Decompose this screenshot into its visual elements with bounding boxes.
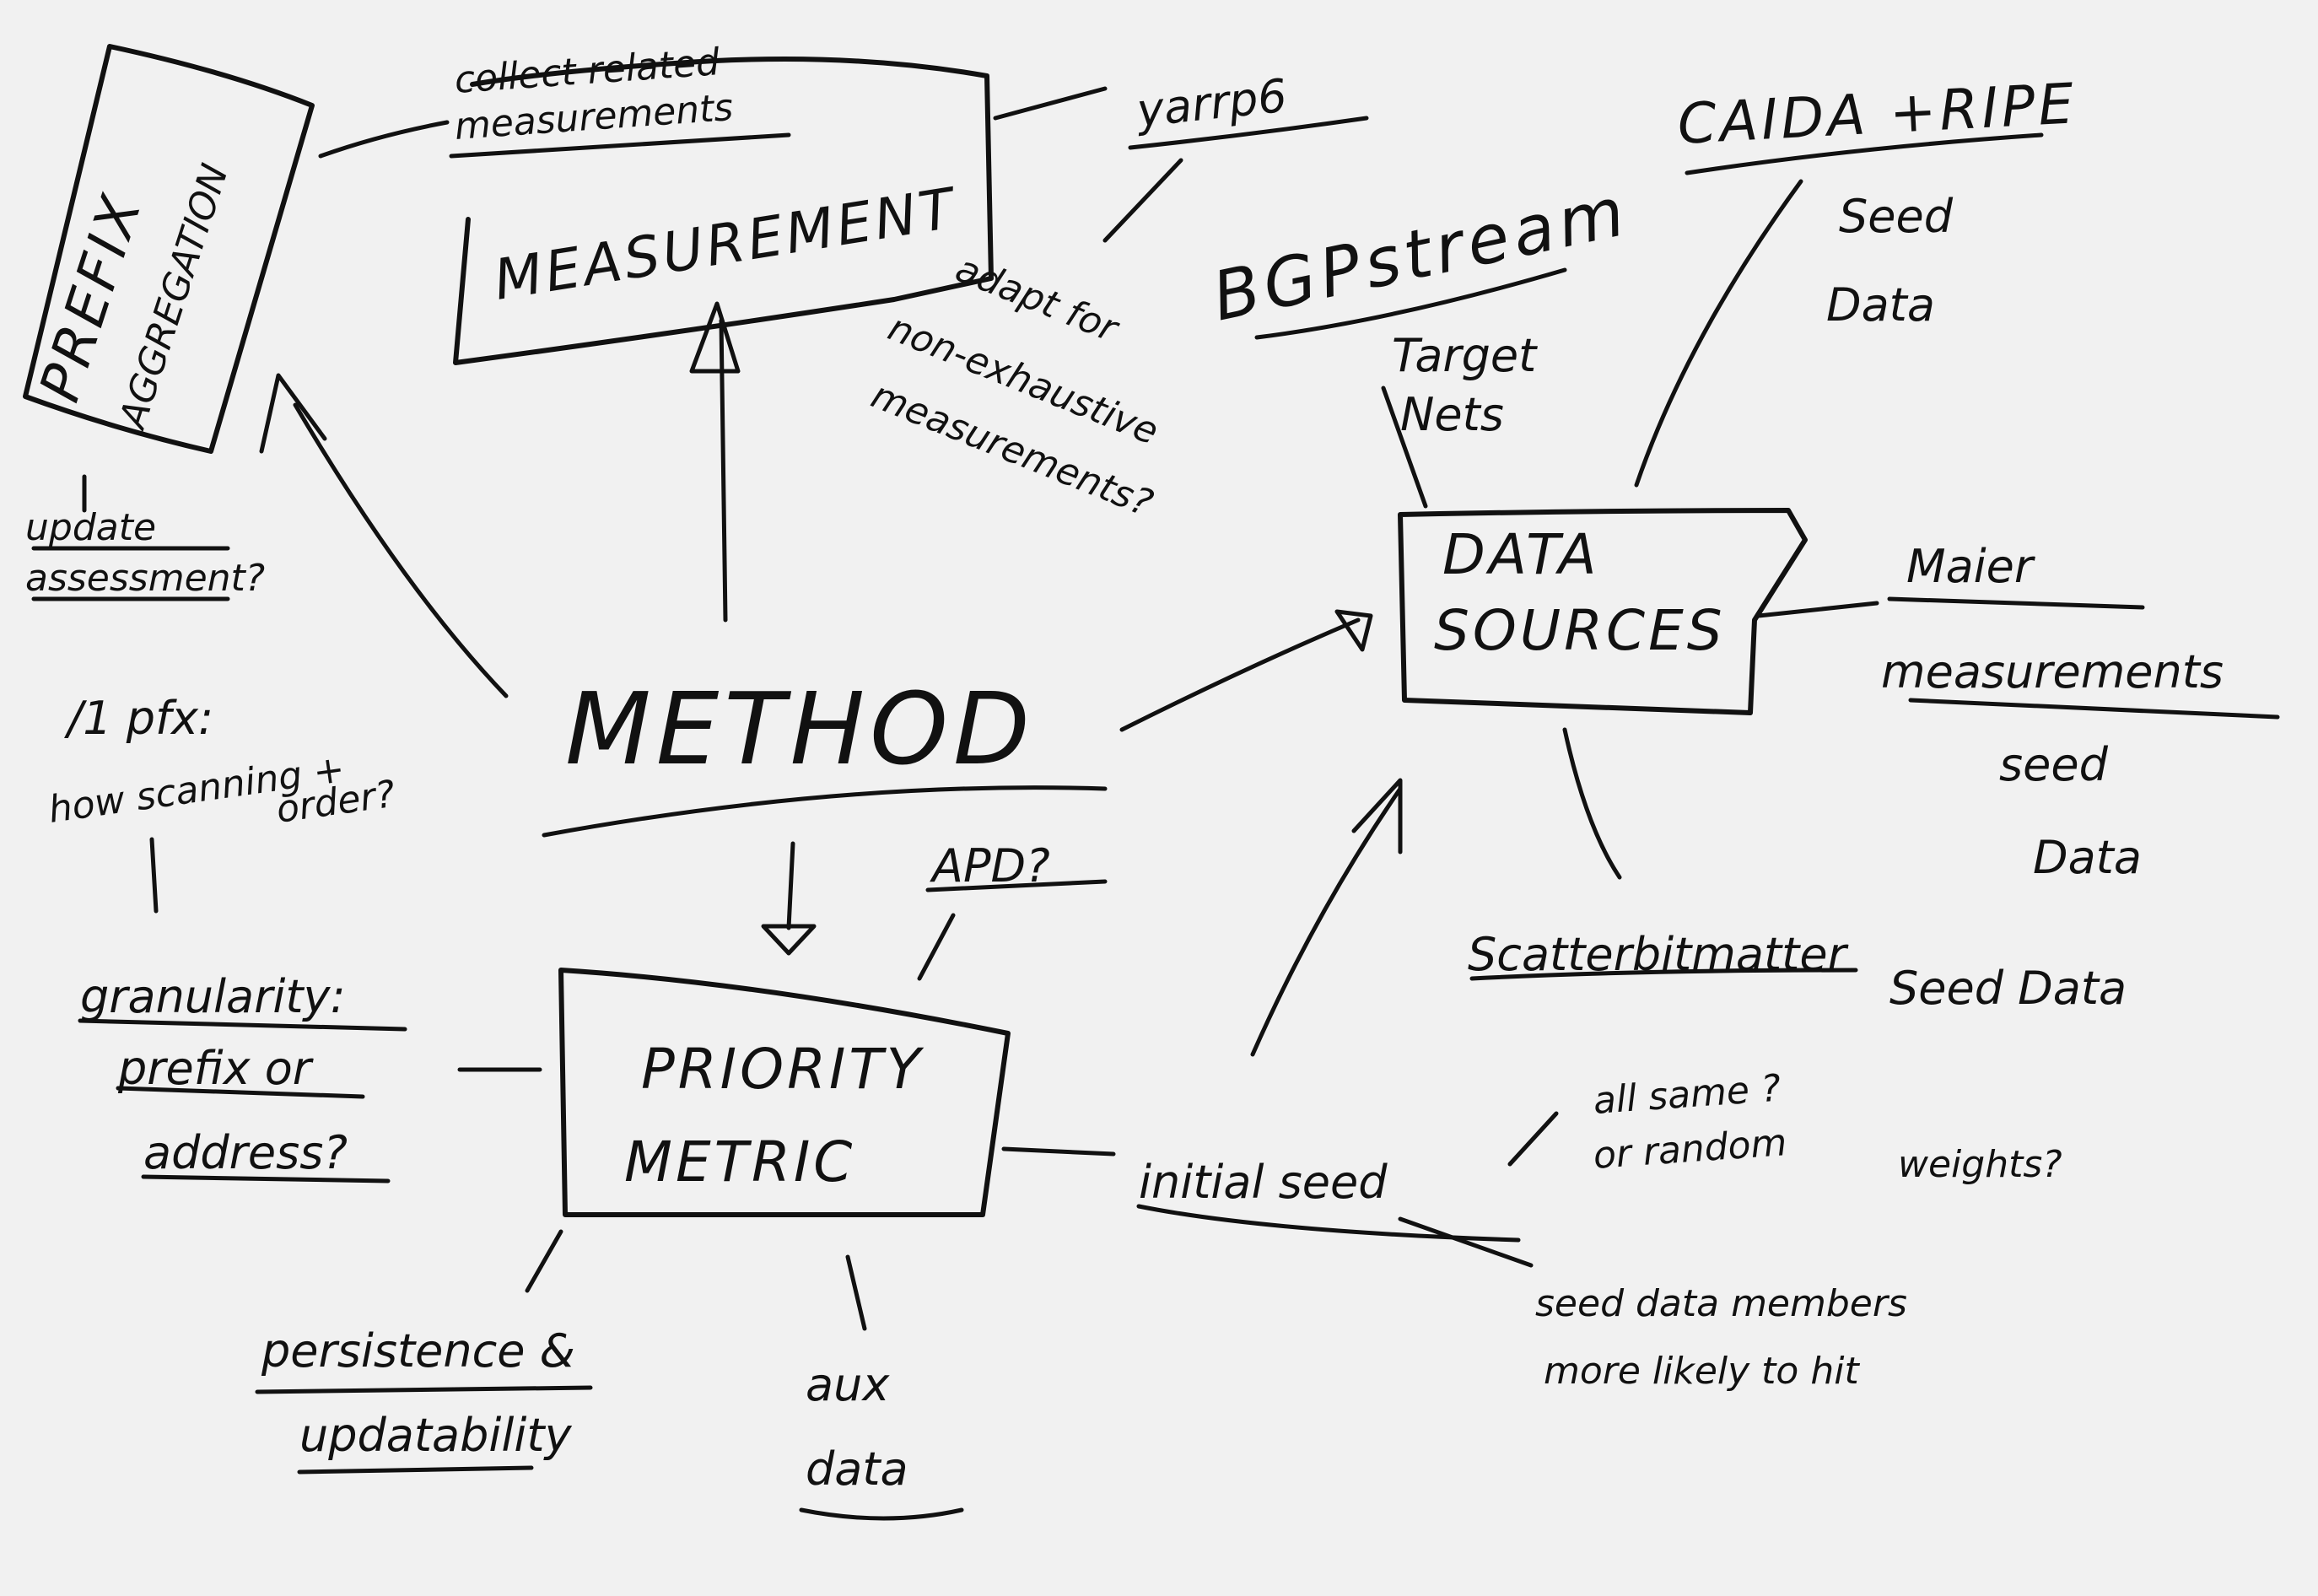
priority-metric-box — [558, 968, 1011, 1217]
line-yarrp6-adapt — [1102, 158, 1183, 243]
scattermatter-label: Scatterbitmatter — [1468, 928, 1849, 981]
underline-maier — [1887, 596, 2145, 610]
all-same-line1: all same ? — [1592, 1067, 1782, 1123]
maier-line1: Maier — [1906, 540, 2035, 593]
arrowhead-datasources — [1334, 609, 1373, 652]
underline-prefix-or — [116, 1086, 365, 1099]
underline-measurements — [1908, 698, 2280, 720]
data-sources-box — [1398, 508, 1808, 715]
data-sources-line1: DATA — [1442, 522, 1600, 587]
priority-line1: PRIORITY — [641, 1037, 925, 1102]
line-priority-seed — [1001, 1146, 1116, 1157]
seed-data-1-line2: Data — [1826, 278, 1935, 332]
boxes — [23, 44, 1808, 1217]
persistence-line1: persistence & — [261, 1324, 575, 1378]
priority-line2: METRIC — [624, 1130, 855, 1194]
target-line1: Target — [1392, 329, 1538, 382]
persistence-line2: updatability — [299, 1409, 573, 1462]
line-seed-allsame — [1507, 1111, 1559, 1167]
aux-line1: aux — [806, 1358, 890, 1411]
granularity-line3: address? — [143, 1126, 348, 1179]
arrow-seed-to-datasources — [1250, 786, 1403, 1057]
arrow-note-to-prefix — [318, 120, 450, 159]
target-line2: Nets — [1400, 388, 1504, 441]
seed-members-line2: more likely to hit — [1544, 1350, 1860, 1393]
apd-label: APD? — [930, 839, 1050, 892]
seed-data-1-line1: Seed — [1839, 190, 1954, 243]
arrow-caida-to-datasources — [1634, 179, 1803, 488]
line-priority-aux — [845, 1254, 867, 1331]
connectors — [82, 86, 1879, 1331]
measurement-box — [453, 57, 994, 365]
initial-seed-label: initial seed — [1139, 1156, 1388, 1209]
underline-initial-seed — [1136, 1204, 1521, 1243]
arrowhead-priority — [761, 924, 817, 956]
bgpstream-label: BGPstream — [1206, 171, 1636, 336]
underlines — [31, 116, 2280, 1521]
line-datasources-maier — [1756, 601, 1879, 618]
arrowhead-measurement — [689, 301, 741, 374]
underline-caida — [1685, 132, 2044, 175]
underline-granularity — [78, 1018, 407, 1032]
underline-persistence — [255, 1385, 593, 1394]
prefix-aggregation-box — [23, 44, 315, 454]
seed-data-3-label: Seed Data — [1889, 962, 2127, 1015]
seed-data-2-line1: seed — [1999, 738, 2109, 791]
data-sources-line2: SOURCES — [1434, 598, 1726, 663]
aux-line2: data — [806, 1442, 908, 1496]
line-measurement-yarrp6 — [993, 86, 1108, 121]
adapt-line1: adapt for — [950, 247, 1126, 352]
arrow-method-to-prefix — [293, 402, 509, 698]
underline-measurement-note — [449, 132, 791, 159]
line-target-to-datasources — [1381, 386, 1428, 509]
underline-address — [141, 1174, 391, 1184]
line-seed-members — [1398, 1216, 1534, 1268]
granularity-line2: prefix or — [117, 1042, 314, 1095]
underline-scatter — [1469, 968, 1858, 981]
all-same-line2: or random — [1592, 1121, 1788, 1178]
measurement-label: MEASUREMENT — [489, 175, 962, 313]
line-priority-persistence — [525, 1229, 563, 1293]
pfx-line1: /1 pfx: — [64, 692, 213, 745]
seed-members-line1: seed data members — [1535, 1282, 1907, 1325]
arrow-method-to-datasources — [1119, 617, 1361, 732]
line-datasources-scatter — [1562, 727, 1622, 880]
arrowhead-seed — [1351, 778, 1403, 855]
arrow-method-to-priority — [786, 841, 795, 930]
caida-ripe-label: CAIDA +RIPE — [1676, 71, 2078, 157]
underline-aux-data — [799, 1507, 964, 1521]
underline-method — [542, 785, 1108, 838]
line-pfx-granularity — [149, 837, 159, 914]
maier-line2: measurements — [1881, 645, 2224, 698]
granularity-line1: granularity: — [80, 970, 346, 1023]
line-apd-priority — [917, 913, 956, 981]
update-line2: assessment? — [25, 557, 265, 600]
underline-updatability — [297, 1465, 534, 1475]
arrow-method-to-measurement — [719, 318, 728, 623]
update-line1: update — [25, 506, 156, 549]
seed-data-2-line2: Data — [2033, 831, 2142, 884]
yarrp6-label: yarrp6 — [1133, 69, 1290, 137]
underline-bgpstream — [1254, 267, 1567, 340]
underline-apd — [925, 879, 1108, 892]
weights-label: weights? — [1898, 1143, 2062, 1186]
method-label: METHOD — [565, 671, 1035, 787]
underline-yarrp6 — [1128, 116, 1369, 150]
arrowhead-prefix — [259, 373, 327, 454]
